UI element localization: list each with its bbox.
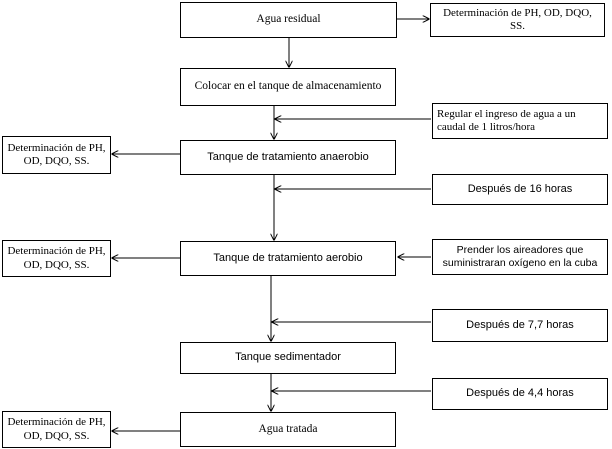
- aireadores-box: Prender los aireadores que suministraran…: [432, 239, 608, 275]
- agua-tratada-label: Agua tratada: [258, 422, 318, 435]
- measurement-aerobio-label: Determinación de PH, OD, DQO, SS.: [7, 245, 106, 271]
- despues-16-label: Después de 16 horas: [467, 182, 573, 195]
- tanque-sedimentador-label: Tanque sedimentador: [235, 351, 341, 364]
- measurement-tratada-label: Determinación de PH, OD, DQO, SS.: [7, 416, 106, 442]
- aireadores-label: Prender los aireadores que suministraran…: [442, 244, 598, 269]
- agua-residual-box: Agua residual: [180, 2, 397, 38]
- despues-4-4-box: Después de 4,4 horas: [432, 378, 608, 410]
- measurement-tratada-box: Determinación de PH, OD, DQO, SS.: [2, 411, 111, 448]
- tanque-anaerobio-box: Tanque de tratamiento anaerobio: [180, 140, 396, 175]
- agua-residual-label: Agua residual: [256, 13, 321, 26]
- despues-7-7-box: Después de 7,7 horas: [432, 309, 608, 342]
- tanque-anaerobio-label: Tanque de tratamiento anaerobio: [207, 150, 369, 163]
- despues-7-7-label: Después de 7,7 horas: [466, 318, 574, 331]
- agua-tratada-box: Agua tratada: [180, 412, 396, 447]
- despues-16-box: Después de 16 horas: [432, 174, 608, 205]
- tanque-aerobio-label: Tanque de tratamiento aerobio: [213, 251, 363, 264]
- tanque-aerobio-box: Tanque de tratamiento aerobio: [180, 241, 396, 276]
- tanque-sedimentador-box: Tanque sedimentador: [180, 342, 396, 374]
- despues-4-4-label: Después de 4,4 horas: [466, 387, 574, 400]
- measurement-top-box: Determinación de PH, OD, DQO, SS.: [430, 3, 605, 37]
- measurement-top-label: Determinación de PH, OD, DQO, SS.: [443, 6, 592, 32]
- regular-ingreso-label: Regular el ingreso de agua a un caudal d…: [437, 107, 576, 133]
- colocar-tanque-box: Colocar en el tanque de almacenamiento: [180, 68, 396, 106]
- colocar-tanque-label: Colocar en el tanque de almacenamiento: [194, 80, 382, 93]
- measurement-anaerobio-label: Determinación de PH, OD, DQO, SS.: [7, 141, 106, 167]
- measurement-aerobio-box: Determinación de PH, OD, DQO, SS.: [2, 240, 111, 277]
- regular-ingreso-box: Regular el ingreso de agua a un caudal d…: [432, 103, 608, 139]
- measurement-anaerobio-box: Determinación de PH, OD, DQO, SS.: [2, 136, 111, 174]
